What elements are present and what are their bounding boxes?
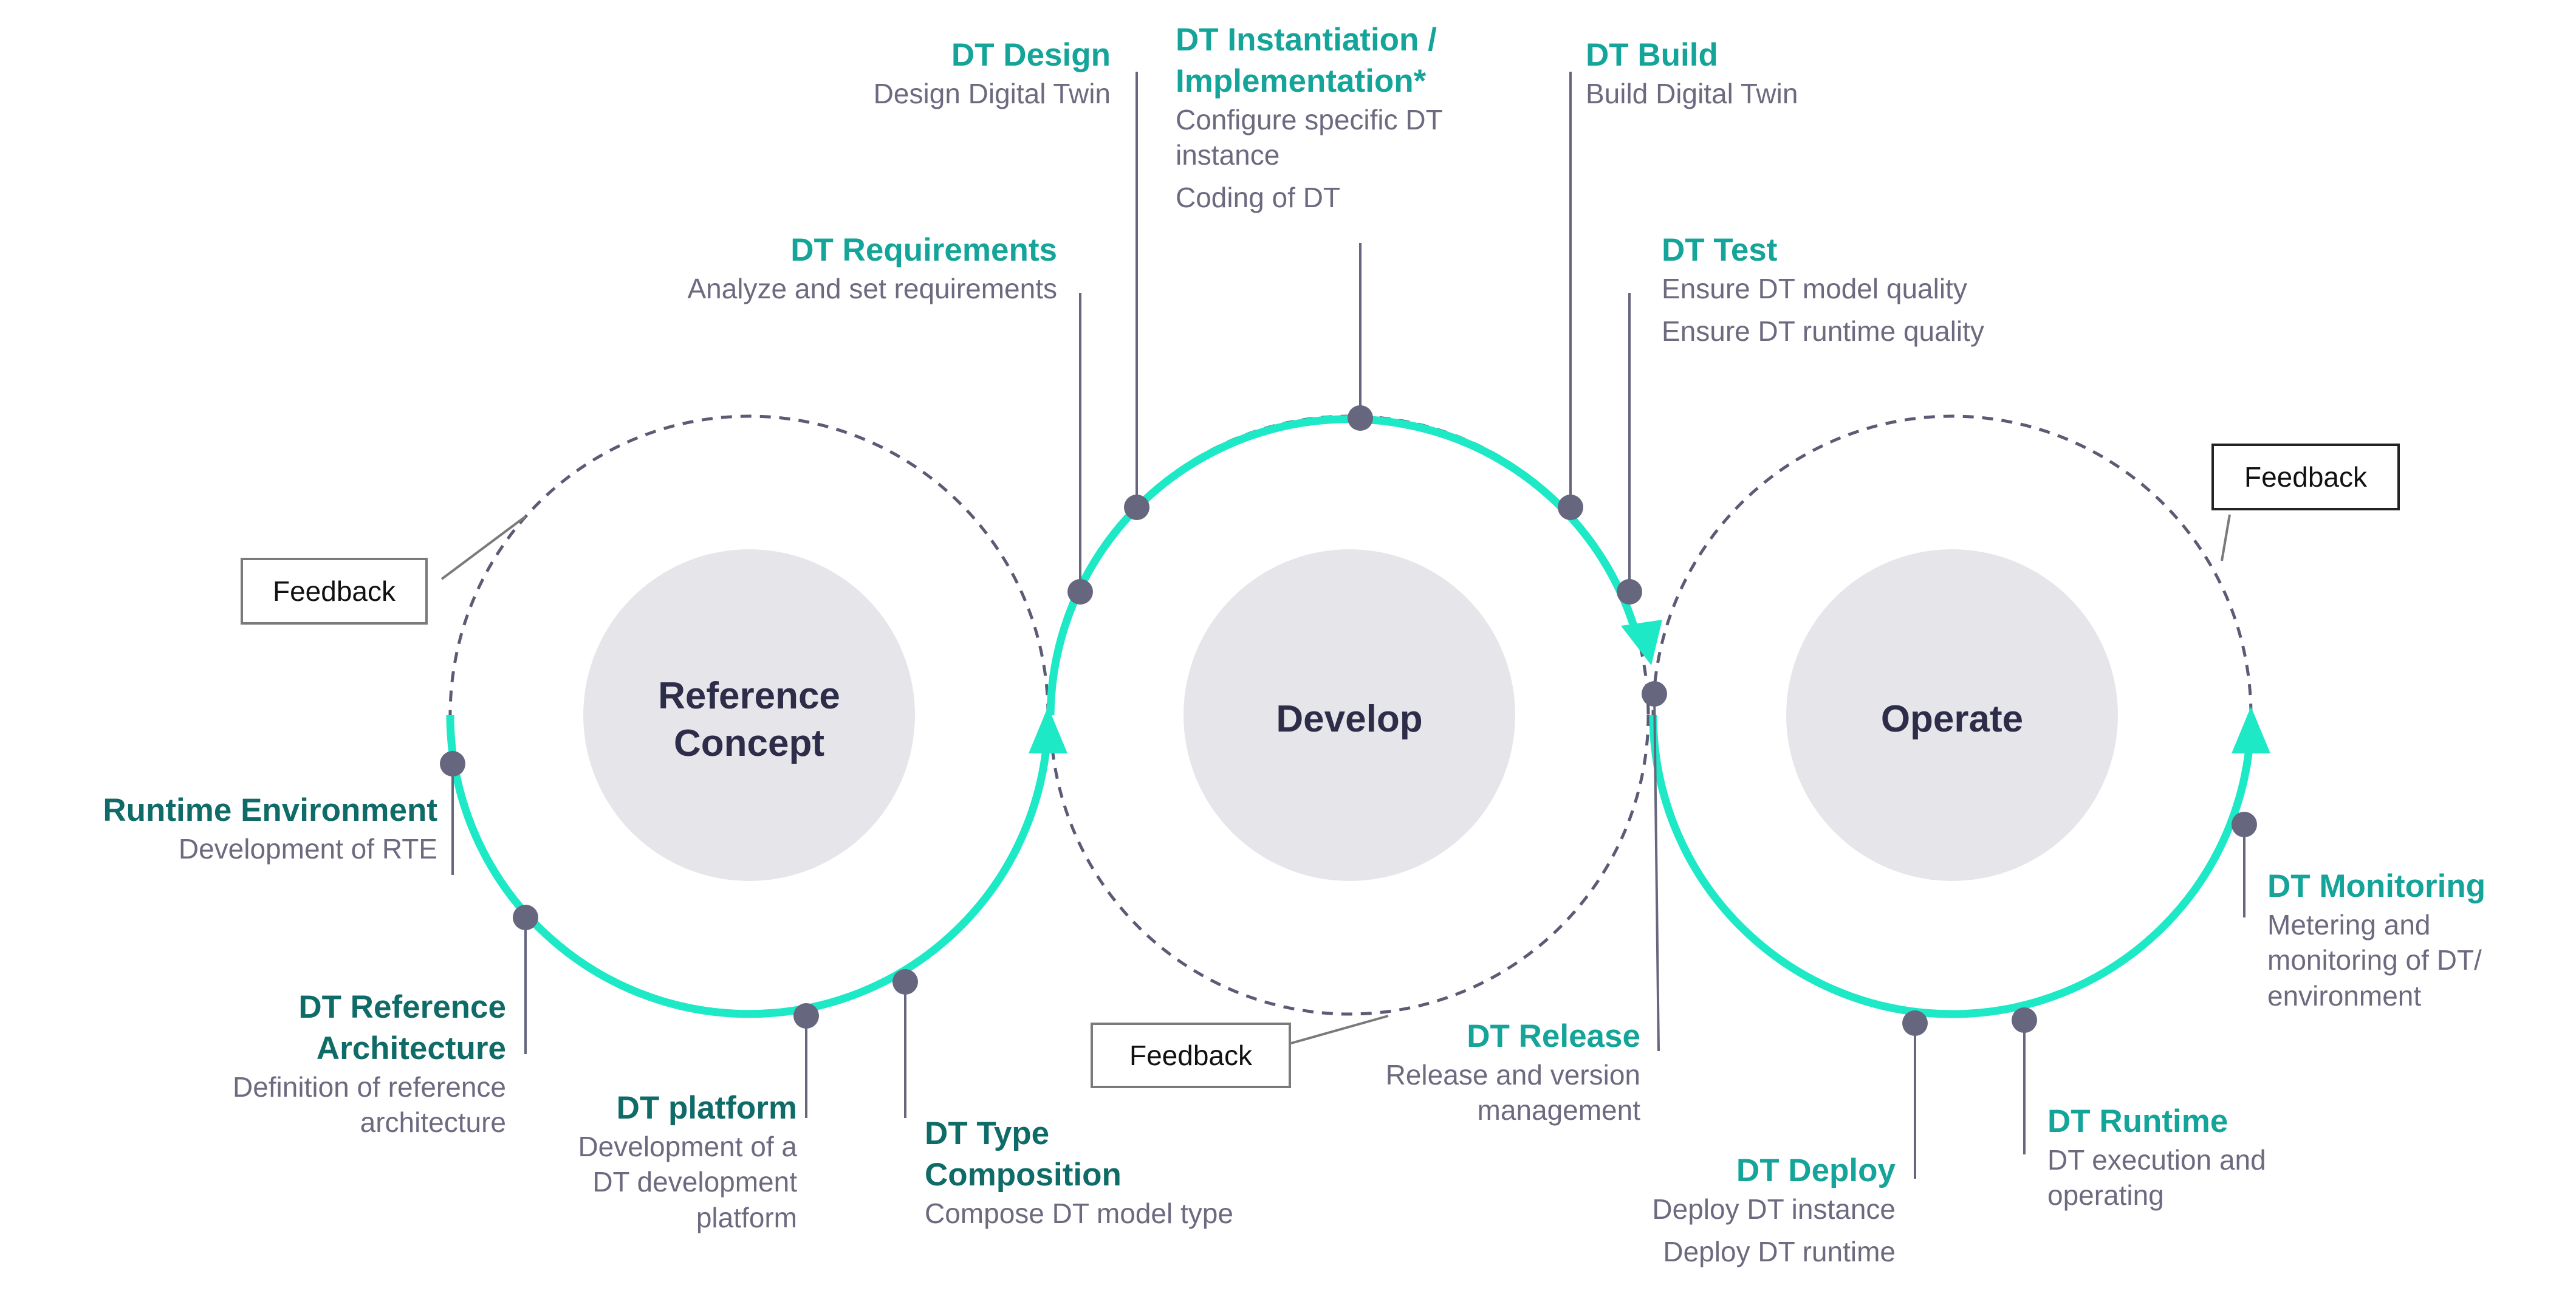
reference-hub bbox=[583, 549, 915, 881]
step-title: DT Monitoring bbox=[2267, 868, 2486, 904]
leader-lines bbox=[451, 72, 2245, 1179]
step-dt-reference-architecture: DT Reference Architecture Definition of … bbox=[8, 987, 506, 1140]
step-dt-monitoring: DT Monitoring Metering and monitoring of… bbox=[2267, 866, 2559, 1013]
step-title: DT Runtime bbox=[2047, 1103, 2228, 1139]
step-nodes bbox=[440, 405, 2257, 1036]
step-desc: Ensure DT model quality bbox=[1662, 272, 1967, 304]
step-desc: Deploy DT instance bbox=[1652, 1193, 1896, 1225]
feedback-box-develop: Feedback bbox=[1091, 1023, 1291, 1088]
step-dt-platform: DT platform Development of a DT developm… bbox=[299, 1088, 797, 1235]
step-desc: Configure specific DT instance bbox=[1176, 103, 1443, 171]
feedback-box-reference: Feedback bbox=[241, 558, 428, 625]
step-desc: Compose DT model type bbox=[925, 1197, 1233, 1229]
step-desc: Definition of reference architecture bbox=[232, 1071, 506, 1139]
step-desc: Coding of DT bbox=[1176, 182, 1341, 214]
phase-develop: Develop bbox=[1276, 698, 1423, 740]
step-title: DT Build bbox=[1586, 37, 1718, 73]
step-title: DT Release bbox=[1467, 1018, 1640, 1054]
step-dt-runtime: DT Runtime DT execution and operating bbox=[2047, 1101, 2546, 1213]
step-desc: Metering and monitoring of DT/ environme… bbox=[2267, 908, 2482, 1012]
step-desc: Release and version management bbox=[1385, 1058, 1640, 1126]
step-dt-test: DT Test Ensure DT model quality Ensure D… bbox=[1662, 230, 2160, 349]
step-dt-release: DT Release Release and version managemen… bbox=[1142, 1016, 1640, 1128]
develop-hub bbox=[1184, 549, 1515, 881]
develop-arrowhead bbox=[1621, 620, 1662, 665]
step-title: DT Test bbox=[1662, 232, 1778, 268]
step-dt-build: DT Build Build Digital Twin bbox=[1586, 35, 2084, 111]
step-title: DT Design bbox=[951, 37, 1111, 73]
step-desc: Build Digital Twin bbox=[1586, 77, 1798, 109]
step-title: DT Reference Architecture bbox=[298, 989, 506, 1066]
operate-arrowhead bbox=[2232, 707, 2270, 753]
step-desc: DT execution and operating bbox=[2047, 1143, 2266, 1212]
step-title: Runtime Environment bbox=[103, 792, 437, 828]
step-title: DT Deploy bbox=[1736, 1153, 1896, 1188]
reference-arc bbox=[446, 715, 1052, 1018]
phase-operate: Operate bbox=[1880, 698, 2024, 740]
operate-hub bbox=[1786, 549, 2118, 881]
reference-arrowhead bbox=[1029, 707, 1067, 753]
feedback-connectors bbox=[440, 514, 2231, 1044]
step-title: DT Type Composition bbox=[925, 1116, 1122, 1193]
step-dt-requirements: DT Requirements Analyze and set requirem… bbox=[559, 230, 1057, 306]
step-dt-instantiation: DT Instantiation / Implementation* Confi… bbox=[1176, 19, 1674, 216]
step-dt-deploy: DT Deploy Deploy DT instance Deploy DT r… bbox=[1397, 1150, 1896, 1270]
feedback-box-operate: Feedback bbox=[2211, 444, 2400, 510]
step-runtime-environment: Runtime Environment Development of RTE bbox=[0, 790, 437, 866]
step-desc: Ensure DT runtime quality bbox=[1662, 315, 1984, 348]
step-title: DT Instantiation / Implementation* bbox=[1176, 22, 1437, 99]
step-desc: Development of a DT development platform bbox=[578, 1130, 797, 1233]
step-dt-design: DT Design Design Digital Twin bbox=[612, 35, 1111, 111]
step-dt-type-composition: DT Type Composition Compose DT model typ… bbox=[925, 1113, 1423, 1231]
step-title: DT Requirements bbox=[790, 232, 1057, 268]
step-desc: Development of RTE bbox=[178, 832, 437, 865]
step-title: DT platform bbox=[616, 1090, 797, 1126]
operate-arc bbox=[1649, 715, 2255, 1018]
step-desc: Deploy DT runtime bbox=[1663, 1236, 1896, 1268]
phase-reference-concept: Reference Concept bbox=[658, 675, 840, 764]
step-desc: Design Digital Twin bbox=[873, 77, 1111, 109]
step-desc: Analyze and set requirements bbox=[687, 272, 1057, 304]
